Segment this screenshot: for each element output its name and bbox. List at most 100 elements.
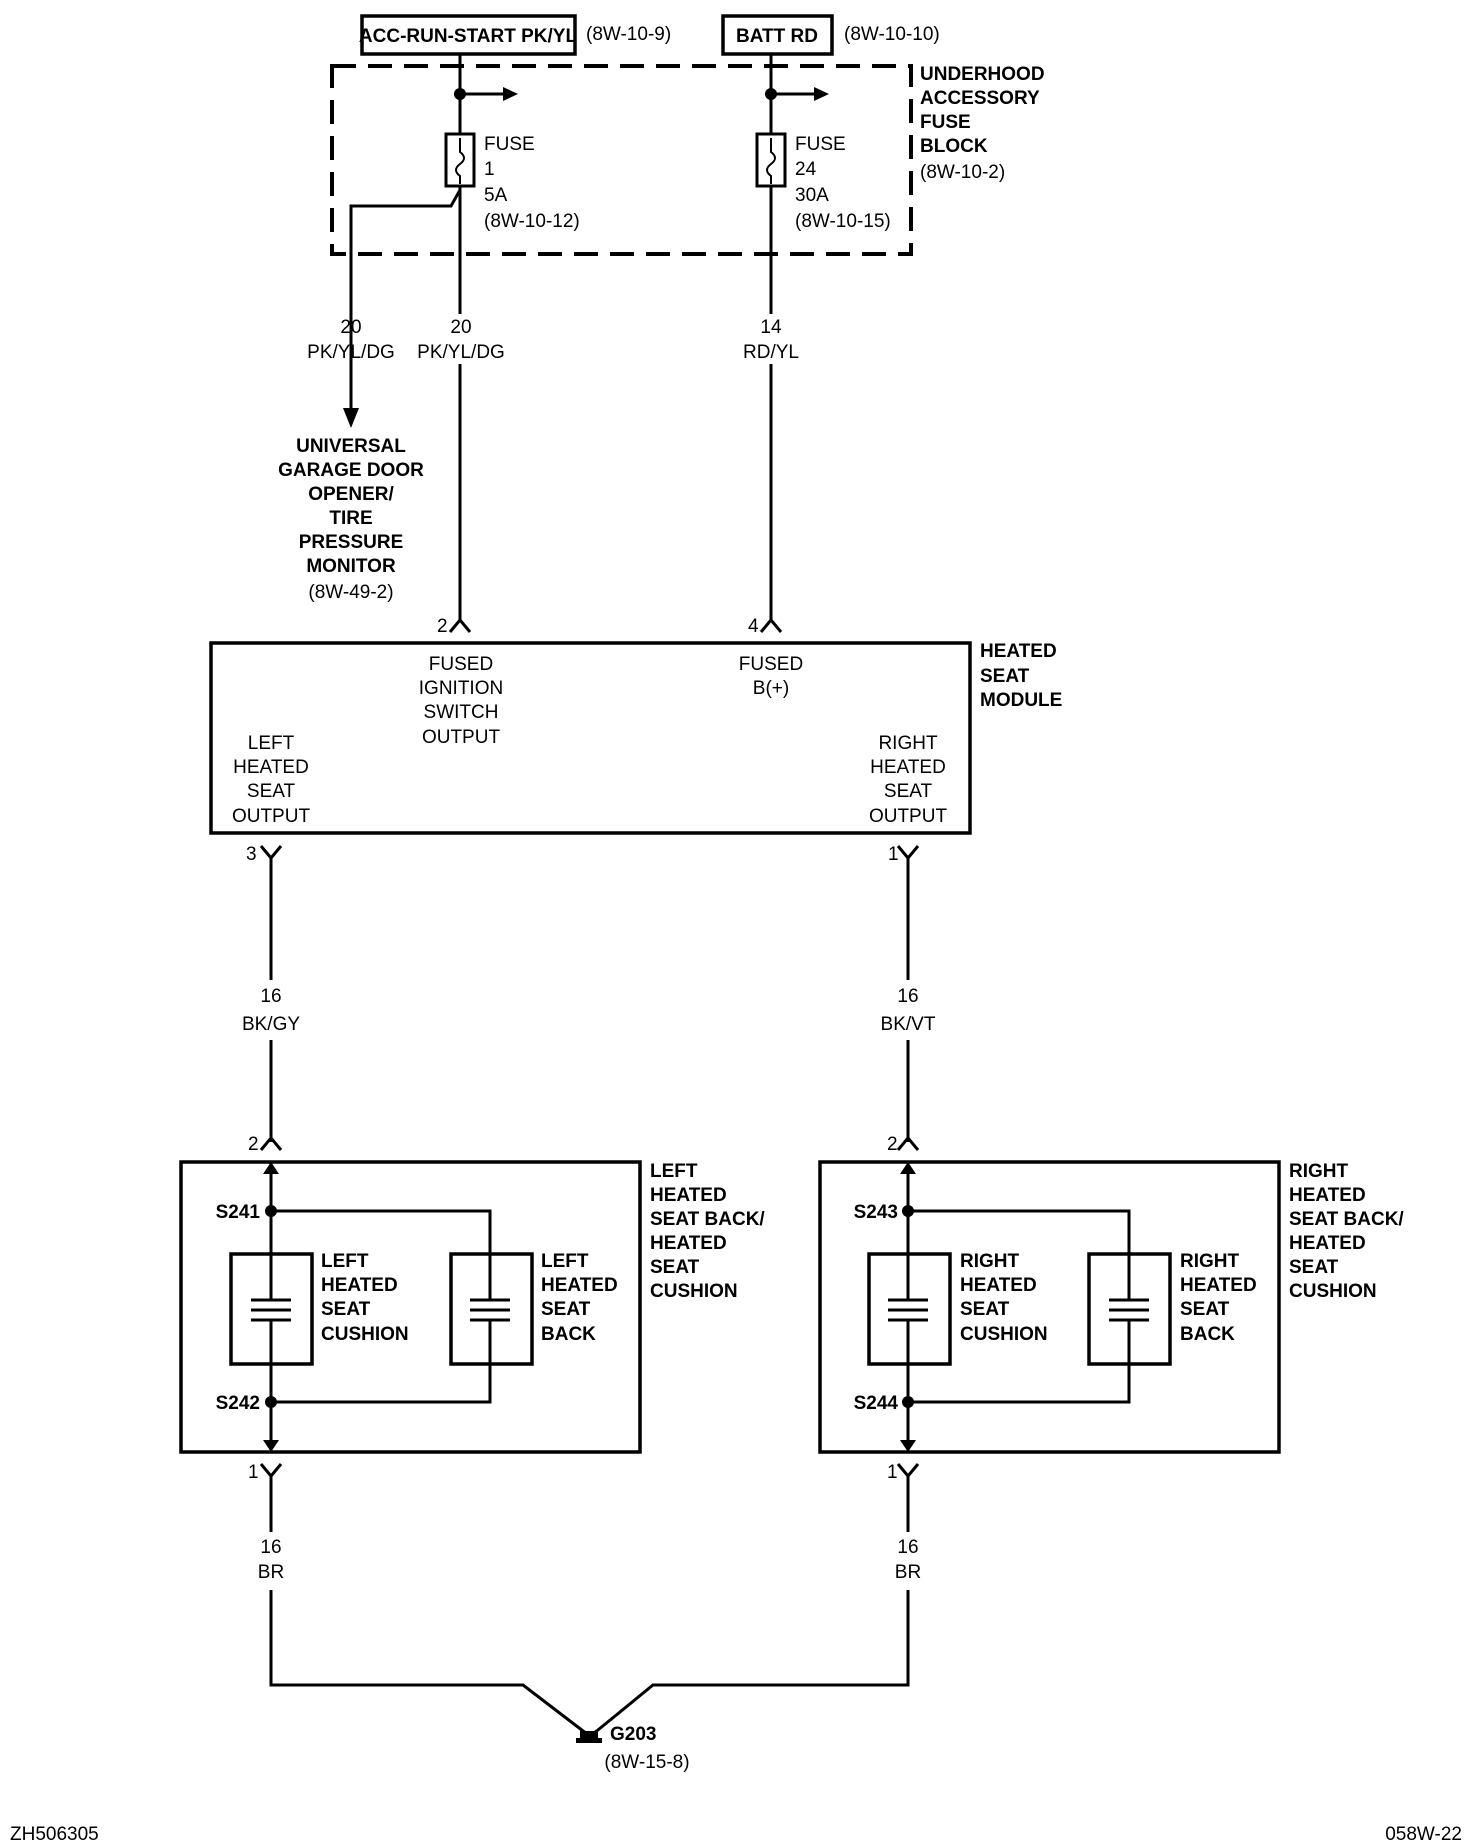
svg-text:SEAT: SEAT: [1289, 1257, 1339, 1278]
footer-left-code: ZH506305: [10, 1824, 99, 1845]
svg-text:RIGHT: RIGHT: [878, 733, 938, 754]
left-cushion-label: LEFT HEATED SEAT CUSHION: [321, 1251, 409, 1345]
svg-text:B(+): B(+): [753, 678, 789, 699]
pin-right-seat-out: 1: [887, 1462, 898, 1483]
svg-text:20: 20: [340, 317, 361, 338]
svg-text:FUSE: FUSE: [920, 112, 971, 133]
splice-s241-dot: [265, 1205, 277, 1217]
splice-s244-dot: [902, 1396, 914, 1408]
module-right-output-label: RIGHT HEATED SEAT OUTPUT: [869, 733, 948, 827]
pin-left-seat-in: 2: [248, 1134, 259, 1155]
right-seat-in-arrow-icon: [900, 1162, 916, 1174]
svg-text:PRESSURE: PRESSURE: [299, 532, 404, 553]
svg-text:RIGHT: RIGHT: [960, 1251, 1020, 1272]
splice-s243-dot: [902, 1205, 914, 1217]
svg-text:HEATED: HEATED: [321, 1275, 398, 1296]
svg-text:SEAT: SEAT: [650, 1257, 700, 1278]
svg-text:16: 16: [897, 986, 918, 1007]
svg-text:BACK: BACK: [541, 1324, 596, 1345]
fuse-1-label: FUSE 1 5A (8W-10-12): [484, 134, 580, 232]
svg-text:HEATED: HEATED: [650, 1185, 727, 1206]
svg-text:20: 20: [450, 317, 471, 338]
svg-text:LEFT: LEFT: [248, 733, 295, 754]
right-back-label: RIGHT HEATED SEAT BACK: [1180, 1251, 1257, 1345]
svg-text:16: 16: [897, 1537, 918, 1558]
batt-source-label: BATT RD: [736, 26, 818, 47]
svg-text:BR: BR: [258, 1562, 284, 1583]
svg-text:OUTPUT: OUTPUT: [869, 806, 948, 827]
svg-text:HEATED: HEATED: [980, 641, 1057, 662]
batt-source-ref: (8W-10-10): [844, 24, 940, 45]
svg-text:IGNITION: IGNITION: [419, 678, 503, 699]
svg-text:(8W-10-2): (8W-10-2): [920, 162, 1005, 183]
svg-text:5A: 5A: [484, 185, 508, 206]
module-left-output-label: LEFT HEATED SEAT OUTPUT: [232, 733, 311, 827]
svg-text:HEATED: HEATED: [1289, 1185, 1366, 1206]
connector-module-left-icon: [259, 845, 283, 861]
svg-text:16: 16: [260, 1537, 281, 1558]
acc-source-label: ACC-RUN-START PK/YL: [359, 26, 578, 47]
svg-text:CUSHION: CUSHION: [960, 1324, 1048, 1345]
svg-text:GARAGE DOOR: GARAGE DOOR: [278, 460, 424, 481]
acc-source-ref: (8W-10-9): [586, 24, 671, 45]
svg-text:SWITCH: SWITCH: [424, 702, 499, 723]
ground-g203-ref: (8W-15-8): [604, 1752, 689, 1773]
svg-text:FUSED: FUSED: [739, 654, 803, 675]
svg-text:BACK: BACK: [1180, 1324, 1235, 1345]
svg-text:(8W-10-15): (8W-10-15): [795, 211, 891, 232]
pin-module-right: 1: [888, 844, 899, 865]
connector-right-seat-out-icon: [896, 1463, 920, 1479]
svg-text:HEATED: HEATED: [1289, 1233, 1366, 1254]
svg-text:HEATED: HEATED: [870, 757, 946, 778]
svg-text:OUTPUT: OUTPUT: [232, 806, 311, 827]
wire-label-right-output: 16 BK/VT: [881, 986, 936, 1035]
svg-text:FUSE: FUSE: [484, 134, 535, 155]
pin-module-ign: 2: [437, 616, 448, 637]
pin-module-batt: 4: [748, 616, 759, 637]
acc-continue-arrow-icon: [503, 87, 518, 101]
svg-text:SEAT: SEAT: [1180, 1299, 1230, 1320]
wire-label-ignition: 20 PK/YL/DG: [417, 317, 505, 363]
garage-door-arrow-icon: [343, 408, 359, 428]
svg-text:HEATED: HEATED: [960, 1275, 1037, 1296]
svg-text:HEATED: HEATED: [541, 1275, 618, 1296]
connector-right-seat-in-icon: [896, 1135, 920, 1151]
connector-module-right-icon: [896, 845, 920, 861]
svg-text:SEAT: SEAT: [247, 781, 296, 802]
svg-text:1: 1: [484, 159, 495, 180]
left-seat-out-arrow-icon: [263, 1440, 279, 1452]
svg-text:SEAT: SEAT: [321, 1299, 371, 1320]
wire-label-batt: 14 RD/YL: [743, 317, 799, 363]
svg-text:HEATED: HEATED: [233, 757, 309, 778]
svg-text:TIRE: TIRE: [329, 508, 372, 529]
right-seat-out-arrow-icon: [900, 1440, 916, 1452]
heated-seat-module-box: [209, 641, 972, 835]
splice-s242-label: S242: [216, 1393, 260, 1414]
module-batt-input-label: FUSED B(+): [739, 654, 803, 699]
svg-text:OUTPUT: OUTPUT: [422, 727, 501, 748]
footer-right-code: 058W-22: [1385, 1824, 1462, 1845]
splice-s242-dot: [265, 1396, 277, 1408]
heated-seat-module-name: HEATED SEAT MODULE: [980, 641, 1062, 711]
svg-text:BK/GY: BK/GY: [242, 1014, 300, 1035]
svg-text:OPENER/: OPENER/: [308, 484, 394, 505]
svg-text:PK/YL/DG: PK/YL/DG: [417, 342, 505, 363]
pin-module-left: 3: [246, 844, 257, 865]
svg-text:SEAT: SEAT: [884, 781, 933, 802]
wire-label-garage: 20 PK/YL/DG: [307, 317, 395, 363]
svg-text:(8W-49-2): (8W-49-2): [308, 582, 393, 603]
svg-text:BR: BR: [895, 1562, 921, 1583]
fuse-block-label: UNDERHOOD ACCESSORY FUSE BLOCK (8W-10-2): [920, 64, 1045, 183]
splice-s244-label: S244: [854, 1393, 899, 1414]
ground-g203-label: G203: [610, 1724, 656, 1745]
svg-text:LEFT: LEFT: [321, 1251, 369, 1272]
svg-text:LEFT: LEFT: [541, 1251, 589, 1272]
ground-icon: [576, 1731, 602, 1743]
module-ignition-input-label: FUSED IGNITION SWITCH OUTPUT: [419, 654, 503, 748]
splice-s243-label: S243: [854, 1202, 898, 1223]
svg-text:UNDERHOOD: UNDERHOOD: [920, 64, 1045, 85]
connector-left-seat-in-icon: [259, 1135, 283, 1151]
connector-module-batt-icon: [759, 617, 783, 633]
right-cushion-label: RIGHT HEATED SEAT CUSHION: [960, 1251, 1048, 1345]
